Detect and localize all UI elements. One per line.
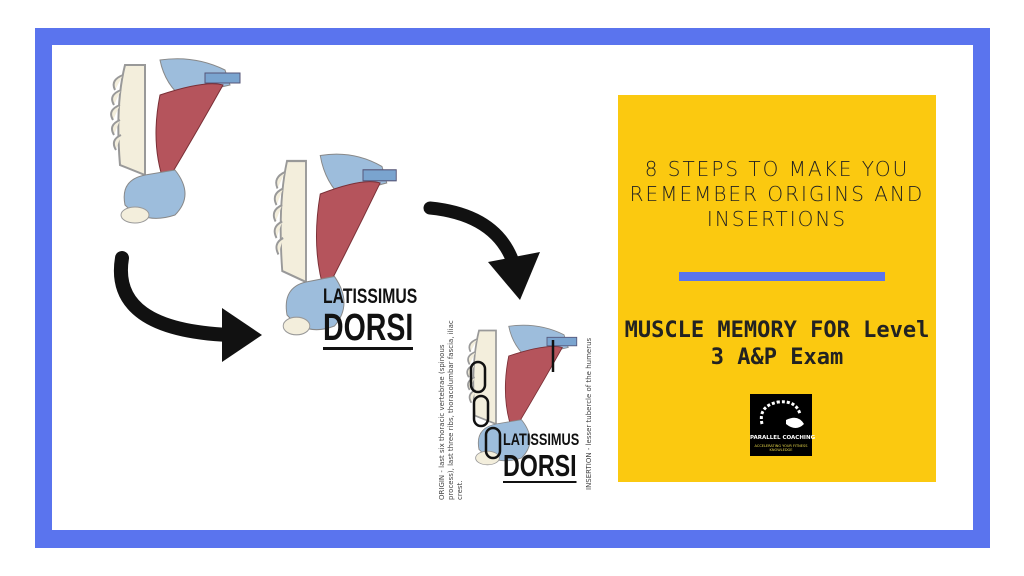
muscle-name-line1: LATISSIMUS	[323, 285, 418, 308]
subtitle: MUSCLE MEMORY FOR Level 3 A&P Exam	[624, 318, 930, 370]
torso-illustration-1	[110, 57, 242, 224]
parallel-coaching-logo: PARALLEL COACHING ACCELERATING YOUR FITN…	[750, 394, 816, 456]
origin-note: ORIGIN - last six thoracic vertebrae (sp…	[438, 320, 464, 500]
muscle-name-line2: DORSI	[323, 307, 414, 350]
headline: 8 steps to make you remember origins and…	[629, 157, 925, 231]
logo-tagline: ACCELERATING YOUR FITNESS KNOWLEDGE	[754, 444, 808, 452]
curved-arrow-2	[423, 201, 540, 300]
curved-arrow-1	[113, 251, 262, 362]
insertion-note: INSERTION - lesser tubercle of the humer…	[585, 337, 593, 490]
origin-markers	[469, 340, 555, 460]
logo-swirl-icon	[759, 400, 804, 428]
logo-name: PARALLEL COACHING	[750, 435, 816, 441]
divider	[679, 272, 885, 281]
title-panel: 8 steps to make you remember origins and…	[618, 95, 936, 482]
muscle-name-small-line1: LATISSIMUS	[503, 430, 580, 449]
muscle-name-small-line2: DORSI	[503, 448, 577, 483]
